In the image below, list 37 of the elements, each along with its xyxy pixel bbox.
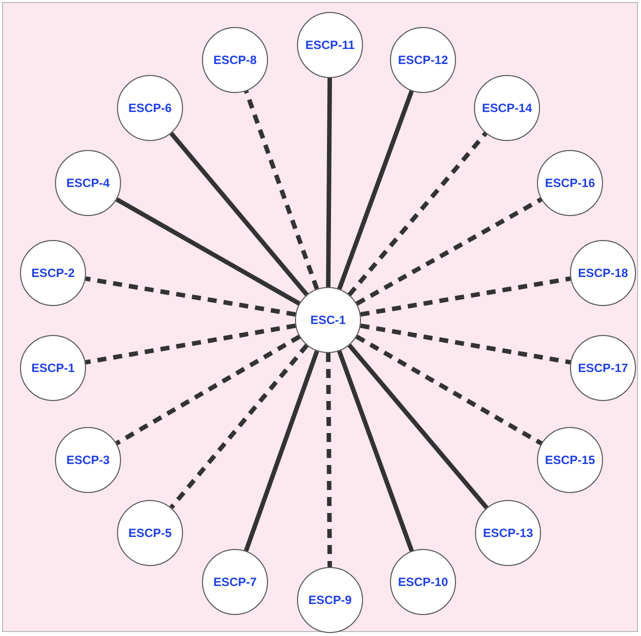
- node-label: ESCP-17: [578, 361, 628, 375]
- node-label: ESCP-14: [482, 101, 532, 115]
- node-label: ESCP-18: [578, 266, 628, 280]
- connector-line: [244, 90, 319, 290]
- connector-line: [348, 132, 488, 296]
- connector-line: [85, 323, 296, 365]
- connector-line: [337, 90, 414, 290]
- node-label: ESCP-16: [544, 176, 596, 190]
- connector-line: [244, 350, 320, 552]
- node-label: ESCP-4: [66, 176, 110, 190]
- node-label: ESCP-8: [213, 53, 257, 67]
- connector-line: [170, 132, 308, 296]
- node-label: ESCP-5: [128, 526, 172, 540]
- connector-line: [169, 344, 309, 510]
- node-label: ESCP-10: [398, 575, 448, 589]
- connector-line: [116, 197, 300, 306]
- node-label: ESCP-1: [31, 361, 75, 375]
- node-label: ESCP-6: [128, 101, 172, 115]
- node-label: ESCP-15: [544, 453, 596, 467]
- connector-line: [355, 334, 543, 446]
- node-label: ESCP-2: [31, 266, 75, 280]
- connector-line: [85, 276, 296, 317]
- connector-line: [348, 344, 488, 510]
- connector-line: [326, 78, 332, 288]
- connector-line: [337, 350, 414, 552]
- connector-line: [356, 197, 542, 306]
- node-label: ESCP-9: [308, 593, 352, 607]
- node-label: ESCP-7: [213, 575, 257, 589]
- node-label: ESCP-11: [305, 38, 355, 52]
- connector-line: [115, 334, 301, 446]
- node-label: ESCP-13: [482, 526, 534, 540]
- connector-line: [360, 323, 571, 365]
- node-label: ESCP-3: [66, 453, 110, 467]
- connector-line: [326, 352, 332, 568]
- node-label: ESC-1: [310, 313, 346, 327]
- connector-line: [360, 276, 571, 317]
- node-label: ESCP-12: [398, 53, 448, 67]
